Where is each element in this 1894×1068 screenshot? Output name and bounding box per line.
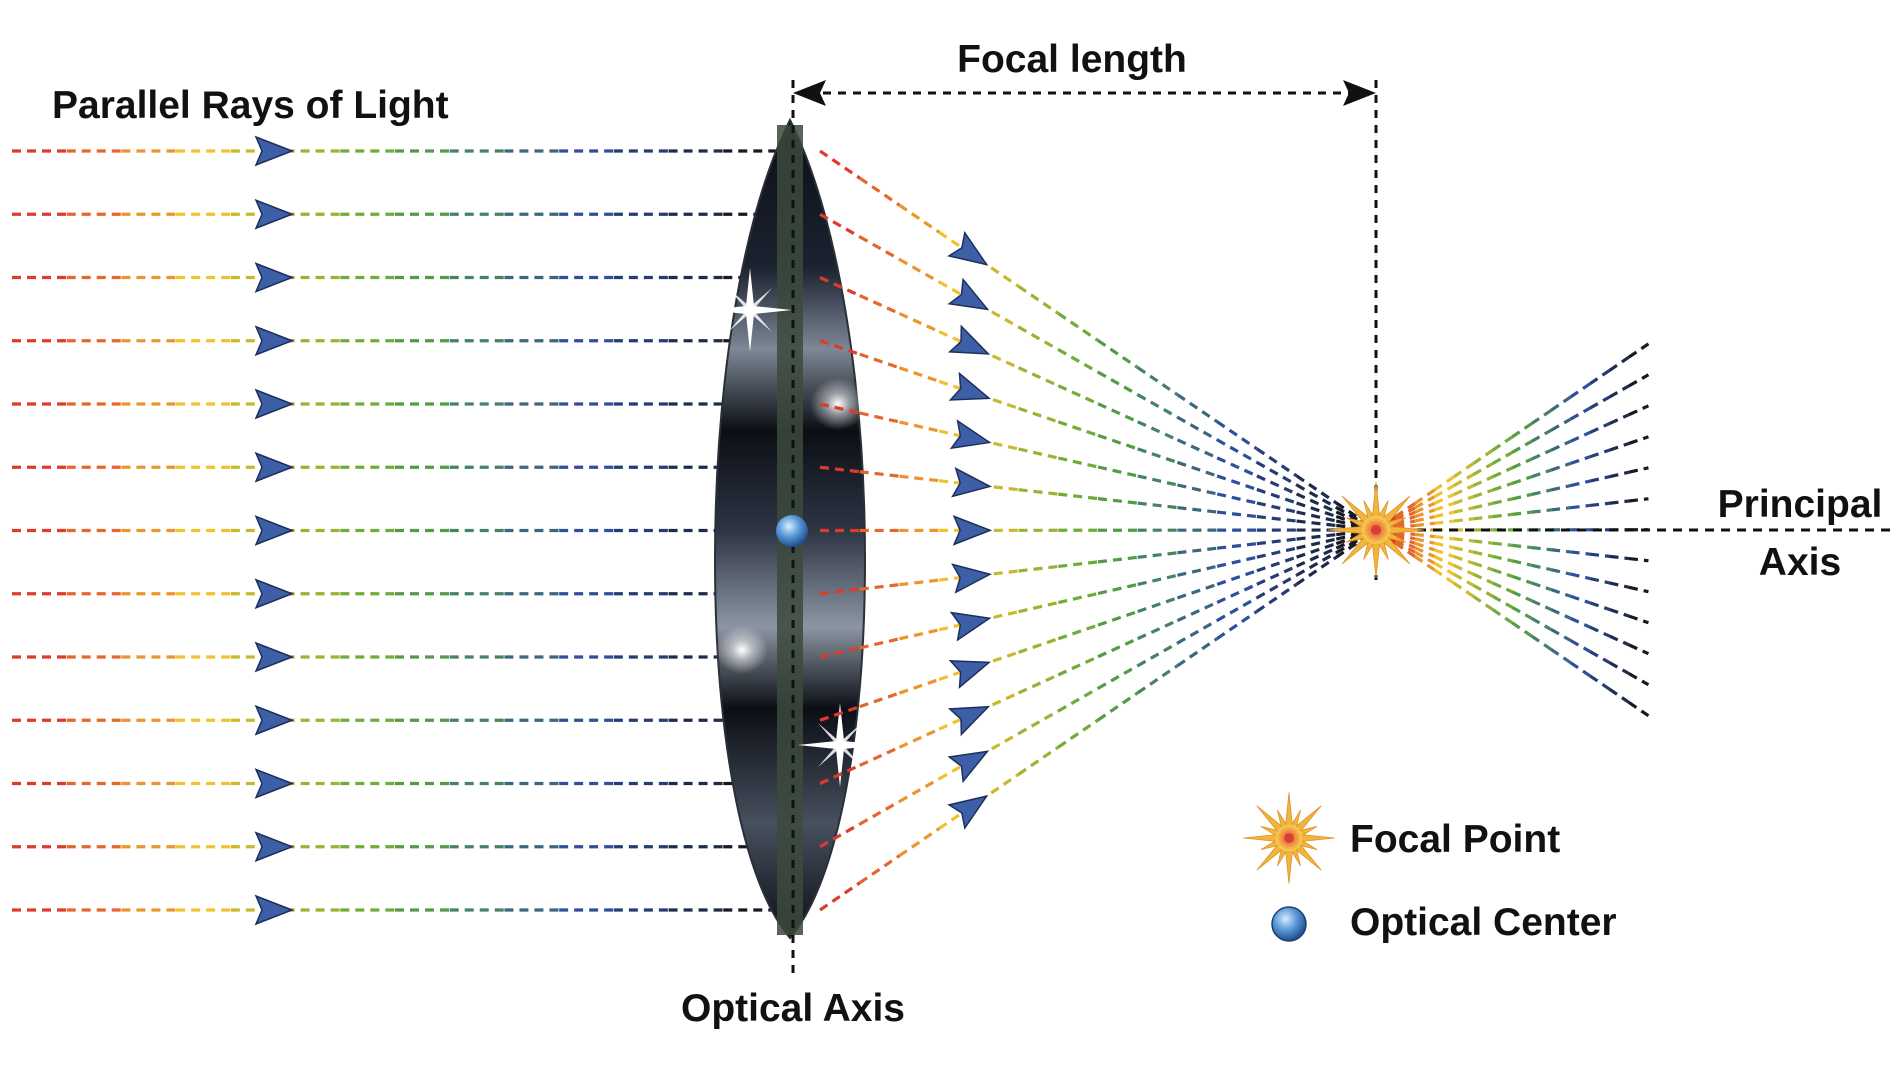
refracted-ray: [819, 402, 1377, 532]
principal-axis-label-line2: Axis: [1759, 541, 1841, 584]
refracted-arrowhead-icon: [952, 515, 993, 546]
incident-arrowhead-icon: [254, 578, 295, 610]
refracted-arrowhead-icon: [947, 750, 990, 784]
incident-arrowhead-icon: [254, 325, 295, 357]
focal-length-dimension: [793, 80, 1376, 106]
diverging-ray: [1375, 404, 1650, 532]
focal-point-starburst-icon: [1243, 792, 1335, 884]
refracted-arrowhead-icon: [947, 324, 991, 355]
refracted-ray: [819, 465, 1377, 532]
incident-arrowhead-icon: [254, 262, 295, 293]
lens-highlight: [716, 626, 768, 674]
refracted-arrowhead-icon: [947, 230, 989, 266]
incident-arrowhead-icon: [254, 135, 295, 167]
focal-point-starburst: [1327, 481, 1425, 579]
lens-highlight: [810, 378, 866, 430]
incident-arrowhead-icon: [254, 768, 295, 799]
principal-axis-label-line1: Principal: [1718, 483, 1883, 526]
refracted-ray: [819, 212, 1377, 532]
focal-length-label: Focal length: [957, 38, 1187, 81]
right-arrow-icon: [1343, 80, 1376, 106]
refracted-arrowhead-icon: [951, 466, 993, 498]
incident-arrowhead-icon: [254, 894, 295, 926]
refracted-ray: [819, 339, 1377, 532]
refracted-arrowhead-icon: [949, 611, 992, 642]
refracted-ray: [819, 528, 1377, 722]
diverging-ray: [1375, 435, 1649, 532]
legend: Focal Point Optical Center: [1243, 792, 1617, 944]
legend-optical-center-label: Optical Center: [1350, 901, 1617, 944]
refracted-ray: [819, 528, 1377, 533]
refracted-ray: [819, 149, 1377, 532]
diverging-ray: [1375, 528, 1650, 718]
incident-arrowhead-icon: [254, 388, 295, 420]
incident-arrowhead-icon: [254, 831, 295, 863]
refracted-ray: [819, 528, 1377, 785]
refracted-ray: [819, 528, 1377, 849]
refracted-arrowhead-icon: [949, 419, 992, 450]
refracted-arrowhead-icon: [948, 371, 992, 401]
diverging-ray: [1375, 528, 1650, 687]
optical-center-dot: [776, 515, 808, 547]
refracted-arrowhead-icon: [947, 705, 991, 737]
incident-arrowhead-icon: [254, 451, 295, 483]
incident-arrowhead-icon: [254, 198, 295, 230]
refracted-rays-group: [819, 149, 1650, 912]
sparkle-icon: [798, 703, 882, 787]
parallel-rays-label: Parallel Rays of Light: [52, 84, 449, 127]
left-arrow-icon: [793, 80, 826, 106]
refracted-arrowhead-icon: [951, 563, 993, 594]
optical-center-dot-icon: [1271, 906, 1307, 942]
refracted-ray: [819, 528, 1377, 659]
incident-arrowhead-icon: [254, 515, 295, 546]
refracted-arrowhead-icon: [948, 659, 992, 690]
refracted-arrowhead-icon: [947, 277, 990, 311]
refracted-ray: [819, 528, 1377, 596]
diverging-ray: [1375, 528, 1650, 656]
refracted-ray: [819, 276, 1377, 532]
diverging-ray: [1375, 373, 1650, 532]
optical-axis-label: Optical Axis: [681, 987, 905, 1030]
incident-rays-group: [12, 135, 778, 926]
diverging-ray: [1375, 466, 1649, 532]
diverging-ray: [1375, 528, 1649, 594]
legend-focal-point-label: Focal Point: [1350, 818, 1560, 861]
sparkle-icon: [708, 268, 792, 352]
incident-arrowhead-icon: [254, 641, 295, 673]
refracted-arrowhead-icon: [947, 794, 989, 830]
incident-arrowhead-icon: [254, 704, 295, 736]
